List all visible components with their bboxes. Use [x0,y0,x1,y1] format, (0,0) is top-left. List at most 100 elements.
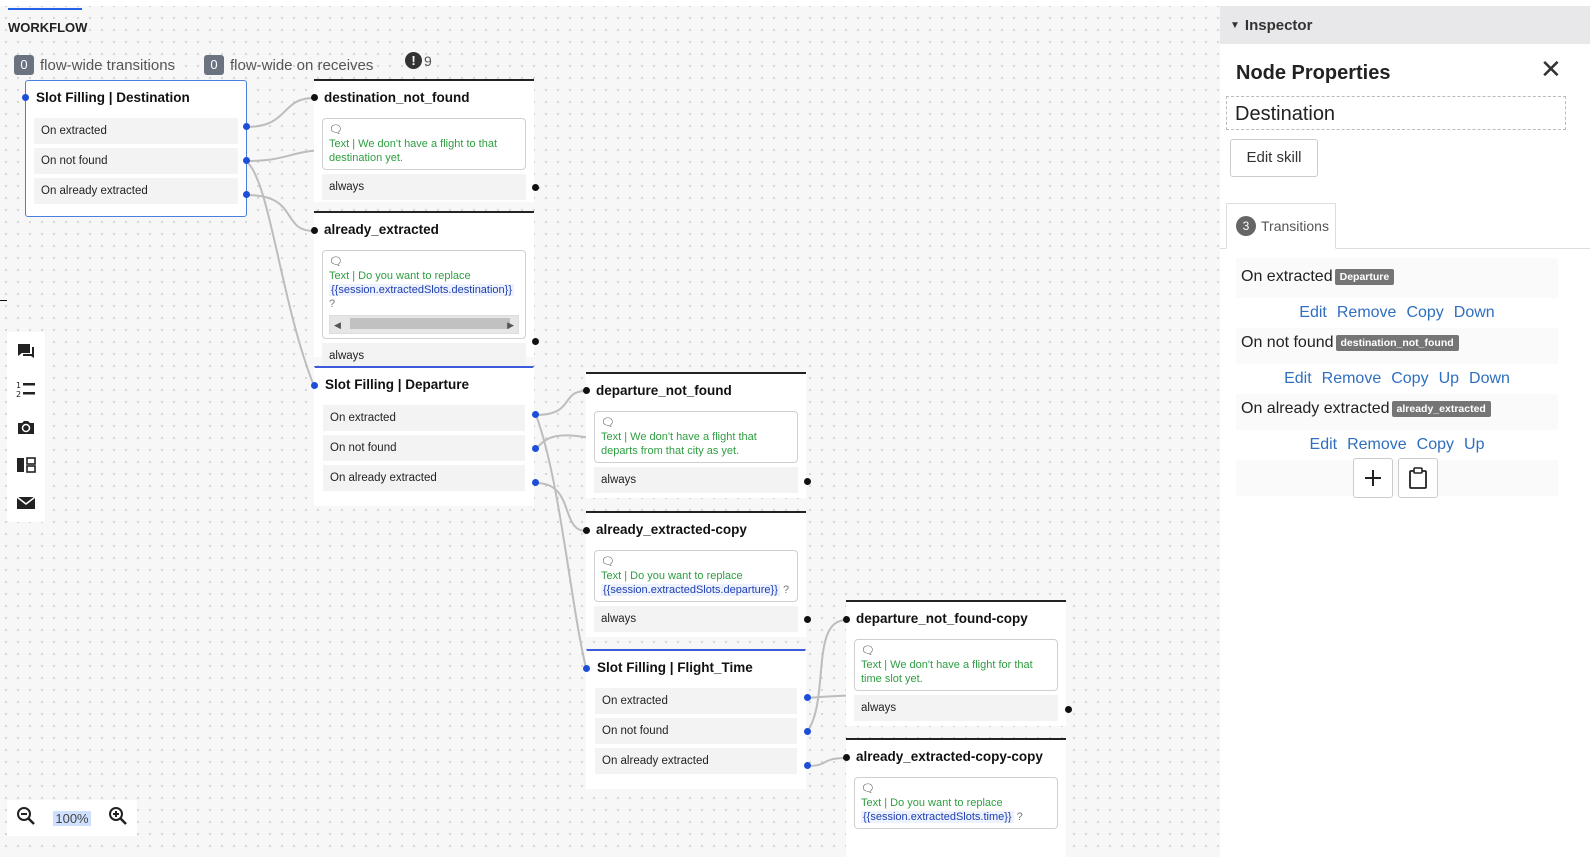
message-card[interactable]: 🗨 Text | Do you want to replace {{sessio… [594,550,798,602]
input-port[interactable] [583,665,590,672]
output-port[interactable] [243,157,250,164]
input-port[interactable] [583,527,590,534]
message-text: Text | Do you want to replace [329,270,471,282]
transition-actions: Edit Remove Copy Up Down [1236,364,1558,394]
transition-always[interactable]: always [322,174,526,200]
output-port[interactable] [532,338,539,345]
output-port[interactable] [532,445,539,452]
transition-on-extracted[interactable]: On extracted [595,688,797,714]
output-port[interactable] [1065,706,1072,713]
camera-swap-icon[interactable] [7,408,45,446]
horizontal-scrollbar[interactable]: ◀ ▶ [329,315,519,334]
tab-transitions[interactable]: 3 Transitions [1226,203,1336,249]
node-slot-filling-departure[interactable]: Slot Filling | Departure On extracted On… [314,366,534,506]
transition-on-not-found[interactable]: On not found [323,435,525,461]
remove-link[interactable]: Remove [1347,436,1407,453]
transition-on-not-found[interactable]: On not found [595,718,797,744]
workflow-canvas[interactable]: WORKFLOW 0 flow-wide transitions 0 flow-… [0,0,1236,857]
node-already-extracted[interactable]: already_extracted 🗨 Text | Do you want t… [314,211,534,369]
output-port[interactable] [532,184,539,191]
transition-always[interactable]: always [854,695,1058,721]
layout-icon[interactable] [7,446,45,484]
chat-bubble-icon[interactable] [7,332,45,370]
edit-link[interactable]: Edit [1309,436,1338,453]
transition-label: On already extracted [1241,400,1390,417]
node-departure-not-found-copy[interactable]: departure_not_found-copy 🗨 Text | We don… [846,600,1066,726]
input-port[interactable] [583,387,590,394]
scroll-right-icon[interactable]: ▶ [507,320,514,330]
transition-item: On not found destination_not_found [1241,334,1459,352]
output-port[interactable] [804,694,811,701]
message-card[interactable]: 🗨 Text | We don't have a flight to that … [322,118,526,170]
output-port[interactable] [243,123,250,130]
output-port[interactable] [532,479,539,486]
down-link[interactable]: Down [1453,304,1495,321]
tab-workflow[interactable]: WORKFLOW [8,8,87,38]
scrollbar-thumb[interactable] [350,318,510,329]
canvas-edge-mark [0,300,7,301]
message-text: Text | Do you want to replace [601,570,743,582]
copy-link[interactable]: Copy [1391,370,1429,387]
flow-wide-transitions[interactable]: 0 flow-wide transitions [14,55,175,75]
zoom-out-icon[interactable] [16,806,36,831]
node-title: departure_not_found [596,383,732,398]
inspector-header[interactable]: ▼ Inspector [1220,6,1590,44]
message-suffix: ? [782,584,790,596]
transition-always[interactable]: always [322,343,526,369]
input-port[interactable] [843,616,850,623]
copy-link[interactable]: Copy [1406,304,1444,321]
output-port[interactable] [804,478,811,485]
down-link[interactable]: Down [1469,370,1510,387]
input-port[interactable] [843,754,850,761]
transition-on-already-extracted[interactable]: On already extracted [595,748,797,774]
input-port[interactable] [22,94,29,101]
up-link[interactable]: Up [1438,370,1460,387]
remove-link[interactable]: Remove [1336,304,1397,321]
scroll-left-icon[interactable]: ◀ [334,320,341,330]
up-link[interactable]: Up [1464,436,1485,453]
transition-on-not-found[interactable]: On not found [34,148,238,174]
transition-always[interactable]: always [594,467,798,493]
message-card[interactable]: 🗨 Text | We don't have a flight that dep… [594,411,798,463]
zoom-in-icon[interactable] [108,806,128,831]
transition-always[interactable]: always [594,606,798,632]
zoom-level[interactable]: 100% [53,810,91,826]
output-port[interactable] [804,728,811,735]
node-already-extracted-copy-copy[interactable]: already_extracted-copy-copy 🗨 Text | Do … [846,738,1066,857]
edit-link[interactable]: Edit [1299,304,1327,321]
input-port[interactable] [311,382,318,389]
transition-on-extracted[interactable]: On extracted [34,118,238,144]
edit-link[interactable]: Edit [1284,370,1312,387]
flow-wide-receives[interactable]: 0 flow-wide on receives [204,55,373,75]
message-card[interactable]: 🗨 Text | Do you want to replace {{sessio… [854,777,1058,829]
transition-on-extracted[interactable]: On extracted [323,405,525,431]
message-card[interactable]: 🗨 Text | We don't have a flight for that… [854,639,1058,691]
flow-wide-transitions-label: flow-wide transitions [40,56,176,74]
flow-wide-receives-label: flow-wide on receives [230,56,374,74]
warnings-indicator[interactable]: ! 9 [405,52,432,69]
top-bar [0,0,1236,6]
node-slot-filling-flight-time[interactable]: Slot Filling | Flight_Time On extracted … [586,649,806,789]
transition-on-already-extracted[interactable]: On already extracted [323,465,525,491]
node-departure-not-found[interactable]: departure_not_found 🗨 Text | We don't ha… [586,372,806,498]
remove-link[interactable]: Remove [1321,370,1382,387]
copy-link[interactable]: Copy [1416,436,1455,453]
paste-transition-button[interactable] [1398,458,1438,498]
output-port[interactable] [804,762,811,769]
edit-skill-button[interactable]: Edit skill [1230,139,1318,177]
node-name-field[interactable]: Destination [1226,96,1566,130]
output-port[interactable] [532,411,539,418]
node-slot-filling-destination[interactable]: Slot Filling | Destination On extracted … [25,80,247,217]
node-destination-not-found[interactable]: destination_not_found 🗨 Text | We don't … [314,79,534,202]
input-port[interactable] [311,227,318,234]
output-port[interactable] [243,191,250,198]
close-icon[interactable]: ✕ [1540,54,1562,84]
transition-on-already-extracted[interactable]: On already extracted [34,178,238,204]
input-port[interactable] [311,94,318,101]
output-port[interactable] [804,616,811,623]
mail-icon[interactable] [7,484,45,522]
add-transition-button[interactable] [1353,458,1393,498]
message-card[interactable]: 🗨 Text | Do you want to replace {{sessio… [322,250,526,339]
node-already-extracted-copy[interactable]: already_extracted-copy 🗨 Text | Do you w… [586,511,806,637]
